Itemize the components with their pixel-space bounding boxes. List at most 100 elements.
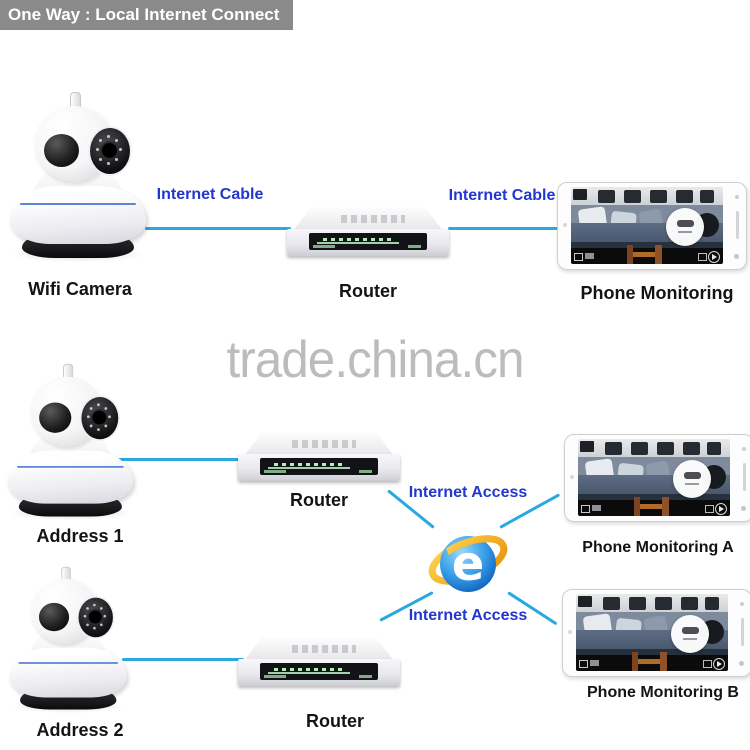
record-icon bbox=[590, 660, 599, 666]
video-overlay-badge bbox=[673, 460, 711, 498]
scene-table-leg bbox=[632, 652, 638, 671]
camera-blue-ring bbox=[18, 662, 119, 664]
router-led-lights bbox=[323, 238, 391, 241]
camera-pupil bbox=[92, 410, 107, 425]
scene-chair bbox=[657, 442, 674, 455]
phone-monitoring-label: Phone Monitoring bbox=[580, 283, 734, 303]
scene-tv bbox=[573, 189, 587, 200]
video-overlay-badge bbox=[671, 615, 709, 653]
wifi-camera-image bbox=[8, 90, 148, 262]
watermark-text: trade.china.cn bbox=[226, 331, 524, 389]
scene-chair bbox=[683, 442, 700, 455]
scene-chair bbox=[631, 442, 648, 455]
scene-chair bbox=[603, 597, 620, 610]
phone-side-button bbox=[743, 463, 746, 491]
phone-side-button bbox=[736, 211, 739, 239]
phone-camera-dot bbox=[568, 630, 572, 634]
play-icon bbox=[715, 503, 727, 515]
scene-chair bbox=[629, 597, 646, 610]
router-led-panel bbox=[260, 663, 378, 680]
router-top-face bbox=[244, 637, 394, 661]
phone-bezel-dot-top bbox=[740, 602, 744, 606]
scene-chair bbox=[676, 190, 693, 203]
phone-screen-video bbox=[571, 187, 723, 264]
phone-camera-dot bbox=[570, 475, 574, 479]
address2-label: Address 2 bbox=[36, 720, 124, 740]
phone-monitoring-a-image bbox=[564, 434, 750, 522]
phone-bezel-dot-top bbox=[742, 447, 746, 451]
badge-text-line bbox=[678, 231, 692, 233]
router-led-panel bbox=[309, 233, 427, 250]
scene-sofa-base bbox=[576, 649, 728, 658]
scene-chair bbox=[624, 190, 641, 203]
badge-text-line bbox=[683, 638, 697, 640]
badge-glyph bbox=[684, 472, 701, 479]
router-led-lights bbox=[274, 668, 342, 671]
scene-chair bbox=[681, 597, 698, 610]
router-image-top bbox=[287, 207, 449, 259]
camera-speaker-eye bbox=[44, 134, 79, 167]
snapshot-icon bbox=[581, 505, 590, 513]
scene-tv bbox=[580, 441, 594, 452]
scene-table-leg bbox=[660, 652, 667, 671]
video-overlay-badge bbox=[666, 208, 704, 246]
router-top-face bbox=[244, 432, 394, 456]
phone-screen-video bbox=[578, 439, 730, 516]
scene-tv bbox=[578, 596, 592, 607]
camera-speaker-eye bbox=[39, 402, 72, 433]
camera-base bbox=[10, 186, 146, 244]
phone-screen-video bbox=[576, 594, 728, 671]
video-control-bar bbox=[571, 248, 723, 264]
record-icon bbox=[592, 505, 601, 511]
camera-pupil bbox=[102, 143, 117, 158]
router-panel-text-right bbox=[359, 675, 372, 678]
router-panel-text-left bbox=[313, 245, 335, 248]
camera-lens-icon bbox=[90, 128, 130, 174]
scene-chair bbox=[655, 597, 672, 610]
router-led-strip bbox=[268, 467, 350, 469]
badge-glyph bbox=[682, 627, 699, 634]
fullscreen-icon bbox=[703, 660, 712, 668]
phone-monitoring-image bbox=[557, 182, 747, 270]
scene-table-leg bbox=[627, 245, 633, 264]
router-label-a: Router bbox=[290, 490, 348, 510]
phone-home-button bbox=[739, 661, 744, 666]
router-label-b: Router bbox=[306, 711, 364, 731]
address1-camera-image bbox=[6, 362, 135, 520]
fullscreen-icon bbox=[705, 505, 714, 513]
phone-camera-dot bbox=[563, 223, 567, 227]
camera-base bbox=[7, 450, 133, 504]
badge-text-line bbox=[685, 483, 699, 485]
camera-speaker-eye bbox=[38, 602, 70, 632]
router-image-a bbox=[238, 432, 400, 484]
scene-sofa-base bbox=[571, 242, 723, 251]
camera-blue-ring bbox=[17, 465, 124, 468]
internet-explorer-icon: e bbox=[428, 535, 508, 592]
badge-glyph bbox=[677, 220, 694, 227]
router-led-strip bbox=[317, 242, 399, 244]
internet-cable-label-left: Internet Cable bbox=[156, 186, 264, 203]
router-panel-text-right bbox=[359, 470, 372, 473]
router-label-top: Router bbox=[339, 281, 397, 301]
scene-sofa-base bbox=[578, 494, 730, 503]
timestamp-text bbox=[632, 252, 662, 257]
cable-line-address2-router bbox=[122, 658, 244, 661]
cable-line-router-phone bbox=[448, 227, 561, 230]
camera-lens-icon bbox=[78, 597, 113, 638]
address1-label: Address 1 bbox=[36, 526, 124, 546]
scene-chair bbox=[705, 597, 719, 610]
scene-table-leg bbox=[655, 245, 662, 264]
wifi-camera-label: Wifi Camera bbox=[28, 279, 132, 299]
scene-chair bbox=[605, 442, 622, 455]
internet-cable-label-right: Internet Cable bbox=[448, 187, 556, 204]
camera-base bbox=[9, 647, 127, 698]
phone-home-button bbox=[734, 254, 739, 259]
router-panel-text-left bbox=[264, 675, 286, 678]
phone-monitoring-a-label: Phone Monitoring A bbox=[582, 539, 734, 556]
router-led-strip bbox=[268, 672, 350, 674]
play-icon bbox=[708, 251, 720, 263]
scene-chair bbox=[700, 190, 714, 203]
record-icon bbox=[585, 253, 594, 259]
header-title: One Way : Local Internet Connect bbox=[8, 5, 280, 24]
